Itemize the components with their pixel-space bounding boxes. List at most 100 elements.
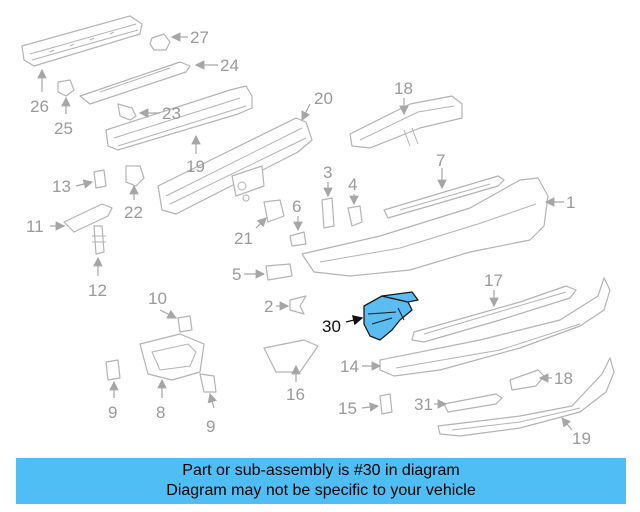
part-25-strip bbox=[79, 61, 191, 105]
callout-18: 18 bbox=[538, 369, 573, 388]
callout-13: 13 bbox=[52, 177, 94, 196]
part-30-highlighted-bracket[interactable] bbox=[363, 291, 419, 341]
part-16-bracket bbox=[263, 339, 319, 373]
callout-9-left: 9 bbox=[108, 380, 119, 422]
part-11-bracket bbox=[63, 203, 113, 233]
callout-1: 1 bbox=[544, 193, 575, 212]
part-28-beam bbox=[21, 15, 143, 67]
part-14-valance bbox=[379, 277, 611, 377]
svg-text:19: 19 bbox=[186, 157, 205, 176]
info-banner: Part or sub-assembly is #30 in diagram D… bbox=[16, 458, 626, 504]
callout-25: 24 bbox=[194, 56, 239, 75]
callout-3: 3 bbox=[323, 163, 333, 198]
part-19-skid-plate bbox=[437, 357, 615, 437]
callout-22: 20 bbox=[301, 89, 333, 122]
part-31-trim bbox=[443, 393, 503, 413]
svg-text:21: 21 bbox=[234, 229, 253, 248]
callout-27: 25 bbox=[54, 96, 73, 138]
svg-text:20: 20 bbox=[314, 89, 333, 108]
callout-2: 2 bbox=[264, 297, 290, 316]
callout-8: 8 bbox=[156, 378, 167, 422]
callout-17: 17 bbox=[484, 271, 503, 308]
part-10-clip bbox=[177, 315, 193, 333]
callout-29: 27 bbox=[170, 28, 209, 47]
part-3-bolt bbox=[321, 197, 335, 229]
callout-20: 18 bbox=[394, 79, 413, 116]
part-23-nut bbox=[125, 165, 145, 187]
svg-text:23: 23 bbox=[162, 104, 181, 123]
callout-5: 5 bbox=[232, 265, 266, 284]
part-2-clip bbox=[289, 295, 307, 315]
callout-16: 16 bbox=[286, 364, 305, 404]
part-29-clip bbox=[149, 33, 171, 51]
svg-text:25: 25 bbox=[54, 119, 73, 138]
callout-15: 15 bbox=[338, 399, 380, 418]
svg-text:10: 10 bbox=[148, 289, 167, 308]
part-26-screw bbox=[117, 103, 137, 121]
part-5-screw bbox=[265, 263, 293, 281]
part-7-strip bbox=[383, 175, 505, 219]
banner-line-2: Diagram may not be specific to your vehi… bbox=[166, 482, 476, 499]
callout-23: 22 bbox=[124, 184, 143, 222]
svg-text:5: 5 bbox=[232, 265, 241, 284]
part-22-bumper-beam bbox=[157, 117, 313, 215]
part-21-reinforcement bbox=[105, 85, 253, 151]
part-6-nut bbox=[289, 231, 307, 247]
callout-7: 7 bbox=[436, 151, 447, 190]
part-15-bolt bbox=[379, 393, 393, 415]
callout-21: 19 bbox=[186, 134, 205, 176]
part-18-reflector bbox=[509, 369, 545, 391]
part-1-bumper-cover bbox=[301, 177, 549, 277]
callout-11: 11 bbox=[26, 217, 66, 236]
svg-text:24: 24 bbox=[220, 56, 239, 75]
part-4-clip bbox=[347, 205, 363, 227]
callout-26: 23 bbox=[138, 104, 181, 123]
part-17-lower-strip bbox=[411, 285, 577, 343]
callout-9-right: 9 bbox=[206, 392, 217, 436]
svg-text:12: 12 bbox=[88, 281, 107, 300]
svg-text:9: 9 bbox=[108, 403, 117, 422]
callout-4: 4 bbox=[348, 175, 359, 206]
svg-text:11: 11 bbox=[26, 217, 44, 236]
callout-31: 31 bbox=[414, 395, 448, 414]
svg-text:17: 17 bbox=[484, 271, 503, 290]
parts-diagram: 27 24 26 25 23 19 20 18 13 22 11 12 bbox=[21, 15, 615, 448]
banner-line-1: Part or sub-assembly is #30 in diagram bbox=[182, 462, 460, 479]
part-12-bolt bbox=[92, 225, 106, 255]
part-8-sensor-bracket bbox=[139, 333, 205, 381]
svg-text:22: 22 bbox=[124, 203, 143, 222]
callout-30[interactable]: 30 bbox=[322, 315, 364, 336]
svg-text:27: 27 bbox=[190, 28, 209, 47]
svg-text:30: 30 bbox=[322, 317, 341, 336]
callout-6: 6 bbox=[292, 197, 303, 232]
svg-text:13: 13 bbox=[52, 177, 71, 196]
callout-10: 10 bbox=[148, 289, 178, 319]
svg-text:1: 1 bbox=[566, 193, 575, 212]
part-13-bolt bbox=[93, 169, 107, 189]
svg-text:6: 6 bbox=[292, 197, 301, 216]
svg-text:31: 31 bbox=[414, 395, 433, 414]
part-20-bracket bbox=[349, 95, 463, 149]
callout-14: 14 bbox=[340, 357, 382, 376]
svg-text:7: 7 bbox=[436, 151, 445, 170]
callout-12: 12 bbox=[88, 256, 107, 300]
svg-text:8: 8 bbox=[156, 403, 165, 422]
svg-text:18: 18 bbox=[554, 369, 573, 388]
svg-text:16: 16 bbox=[286, 385, 305, 404]
part-9-screw-right bbox=[199, 373, 217, 393]
svg-text:19: 19 bbox=[572, 429, 591, 448]
svg-text:18: 18 bbox=[394, 79, 413, 98]
svg-text:4: 4 bbox=[348, 175, 357, 194]
part-24-block bbox=[263, 199, 285, 223]
svg-text:3: 3 bbox=[323, 163, 332, 182]
callout-28: 26 bbox=[30, 68, 49, 116]
svg-text:9: 9 bbox=[206, 417, 215, 436]
part-9-screw-left bbox=[105, 359, 121, 381]
svg-text:2: 2 bbox=[264, 297, 273, 316]
svg-text:15: 15 bbox=[338, 399, 357, 418]
callout-24: 21 bbox=[234, 217, 267, 248]
svg-text:26: 26 bbox=[30, 97, 49, 116]
svg-text:14: 14 bbox=[340, 357, 359, 376]
part-27-clip bbox=[57, 79, 75, 97]
callout-19: 19 bbox=[561, 417, 591, 448]
